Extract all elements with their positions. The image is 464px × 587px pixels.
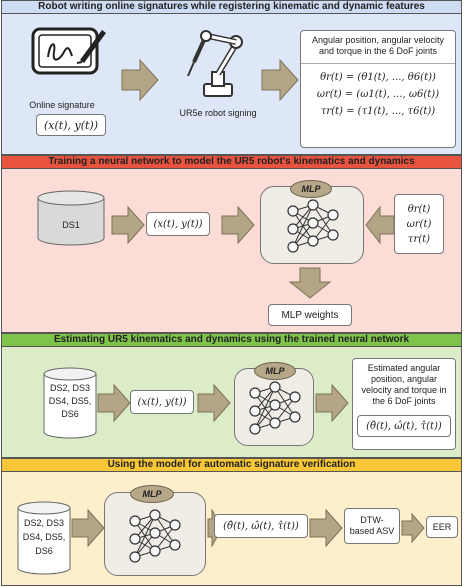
mlp-block-s2	[260, 186, 364, 264]
theta-r: θr(t)	[407, 203, 431, 215]
targets-box-s2: θr(t) ωr(t) τr(t)	[394, 194, 444, 254]
estimated-features-box: Estimated angular position, angular velo…	[352, 358, 456, 450]
joints-text: Angular position, angular velocity and t…	[311, 35, 445, 56]
mlp-label-s3: MLP	[254, 362, 296, 380]
neural-net-icon	[129, 509, 181, 563]
neural-net-icon	[249, 381, 301, 435]
tau-equation: τr(t) = (τ1(t), ..., τ6(t))	[320, 106, 436, 117]
datasets-label-s4: DS2, DS3 DS4, DS5, DS6	[22, 518, 66, 556]
datasets-label-s3: DS2, DS3 DS4, DS5, DS6	[48, 383, 92, 419]
arrow-2-down	[288, 267, 332, 303]
signature-formula-box: (x(t), y(t))	[36, 114, 106, 136]
section-1-title: Robot writing online signatures while re…	[1, 0, 462, 14]
estimated-formula-box-s3: (θ̂(t), ω̂(t), τ̂(t))	[357, 415, 451, 437]
estimated-text: Estimated angular position, angular velo…	[361, 363, 447, 406]
mlp-weights-box: MLP weights	[268, 304, 352, 326]
mlp-block-s3	[234, 368, 314, 446]
mlp-label-s4: MLP	[130, 485, 174, 503]
section-4-title: Using the model for automatic signature …	[1, 458, 462, 472]
arrow-1b	[261, 58, 299, 105]
ds1-label: DS1	[62, 220, 80, 230]
mlp-block-s4	[104, 492, 206, 576]
arrow-2a	[111, 205, 145, 248]
arrow-4a	[71, 508, 105, 551]
online-signature-label: Online signature	[29, 100, 95, 110]
arrow-2b	[221, 205, 255, 248]
section-2-title: Training a neural network to model the U…	[1, 155, 462, 169]
arrow-2c	[365, 205, 395, 248]
omega-equation: ωr(t) = (ω1(t), ..., ω6(t))	[316, 89, 440, 100]
neural-net-icon	[287, 199, 339, 253]
joints-features-box: Angular position, angular velocity and t…	[300, 30, 456, 148]
arrow-4d	[401, 512, 425, 547]
arrow-4c	[309, 508, 343, 551]
section-3-title: Estimating UR5 kinematics and dynamics u…	[1, 333, 462, 347]
omega-r: ωr(t)	[406, 218, 432, 230]
input-formula-box-s2: (x(t), y(t))	[146, 212, 210, 236]
robot-arm-icon	[180, 22, 250, 102]
arrow-3a	[97, 383, 131, 426]
mlp-label-s2: MLP	[290, 180, 332, 198]
ds2-6-cylinder-s4	[16, 500, 72, 576]
theta-equation: θr(t) = (θ1(t), ..., θ6(t))	[320, 72, 436, 83]
estimated-formula-box-s4: (θ̂(t), ω̂(t), τ̂(t))	[214, 514, 308, 538]
dtw-asv-box: DTW-based ASV	[344, 508, 400, 544]
tau-r: τr(t)	[407, 233, 431, 245]
ds1-cylinder	[36, 190, 106, 246]
eer-box: EER	[426, 516, 458, 538]
ds2-6-cylinder-s3	[42, 366, 98, 440]
arrow-3c	[315, 383, 349, 426]
arrow-1a	[121, 58, 159, 105]
robot-label: UR5e robot signing	[179, 108, 257, 118]
input-formula-box-s3: (x(t), y(t))	[130, 390, 194, 414]
tablet-signing-icon	[30, 22, 108, 82]
arrow-3b	[197, 383, 231, 426]
